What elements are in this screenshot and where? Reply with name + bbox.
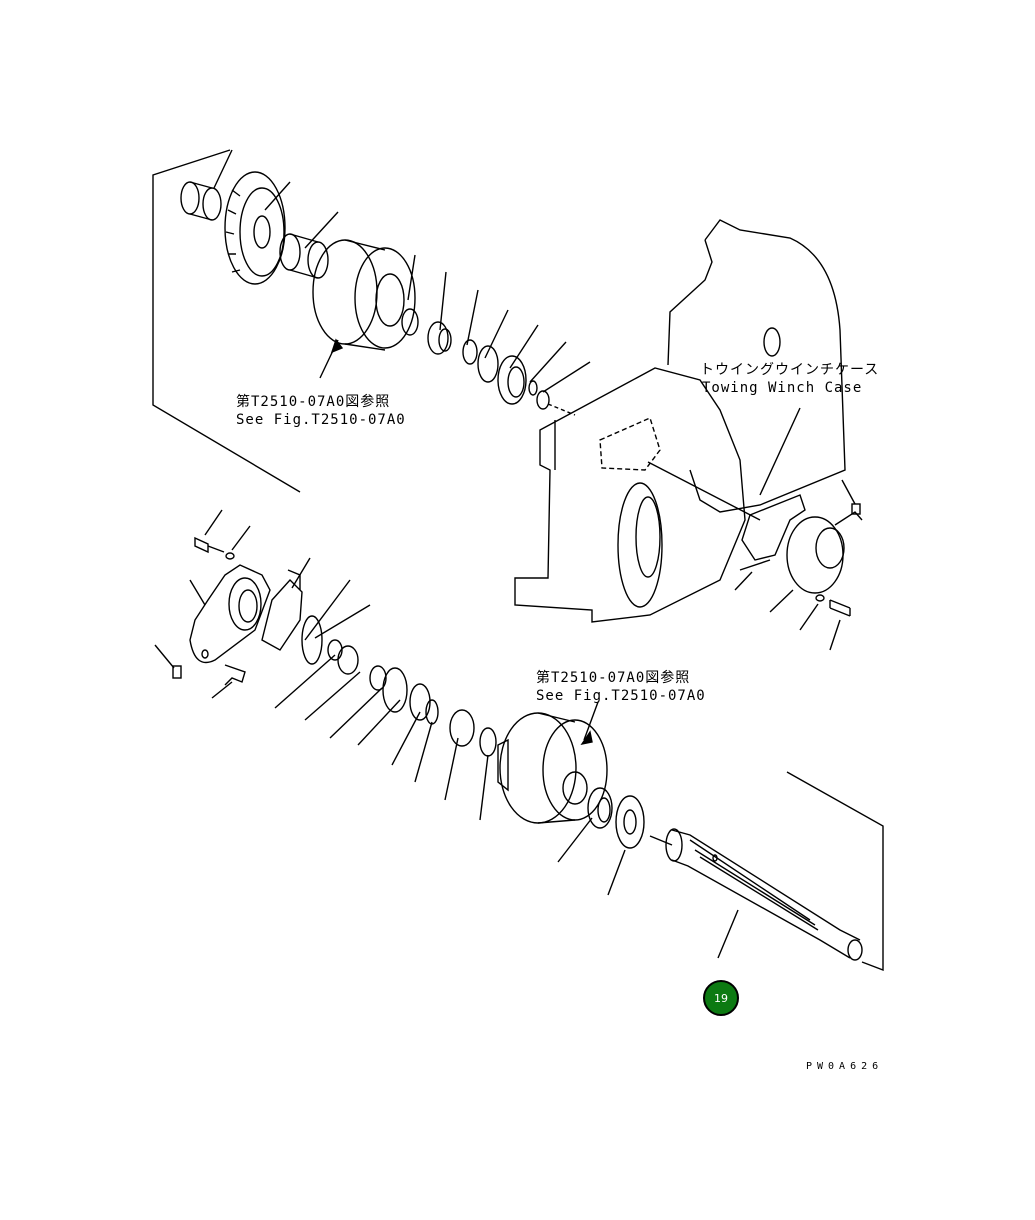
upper-frame-bracket	[152, 149, 301, 493]
callout-case-en: Towing Winch Case	[702, 380, 863, 396]
lower-leader-lines	[154, 509, 599, 821]
lower-frame-bracket	[557, 771, 884, 972]
page-number-badge: 19	[703, 980, 739, 1016]
side-cover-assembly	[739, 494, 863, 617]
callout-top-ref-ja: 第T2510-07A0図参照	[236, 394, 391, 410]
upper-leader-lines	[213, 149, 591, 393]
towing-winch-case	[514, 219, 846, 623]
callout-case-ja: トウイングウインチケース	[700, 362, 880, 378]
drawing-code: PW0A626	[806, 1061, 884, 1072]
callout-mid-ref-en: See Fig.T2510-07A0	[536, 688, 706, 704]
lower-left-parts	[172, 536, 497, 757]
callout-mid-ref-ja: 第T2510-07A0図参照	[536, 670, 691, 686]
callout-top-ref-en: See Fig.T2510-07A0	[236, 412, 406, 428]
lower-drum-shaft	[497, 712, 863, 961]
case-leader-lines	[647, 407, 856, 651]
upper-shaft-assembly	[180, 171, 576, 416]
